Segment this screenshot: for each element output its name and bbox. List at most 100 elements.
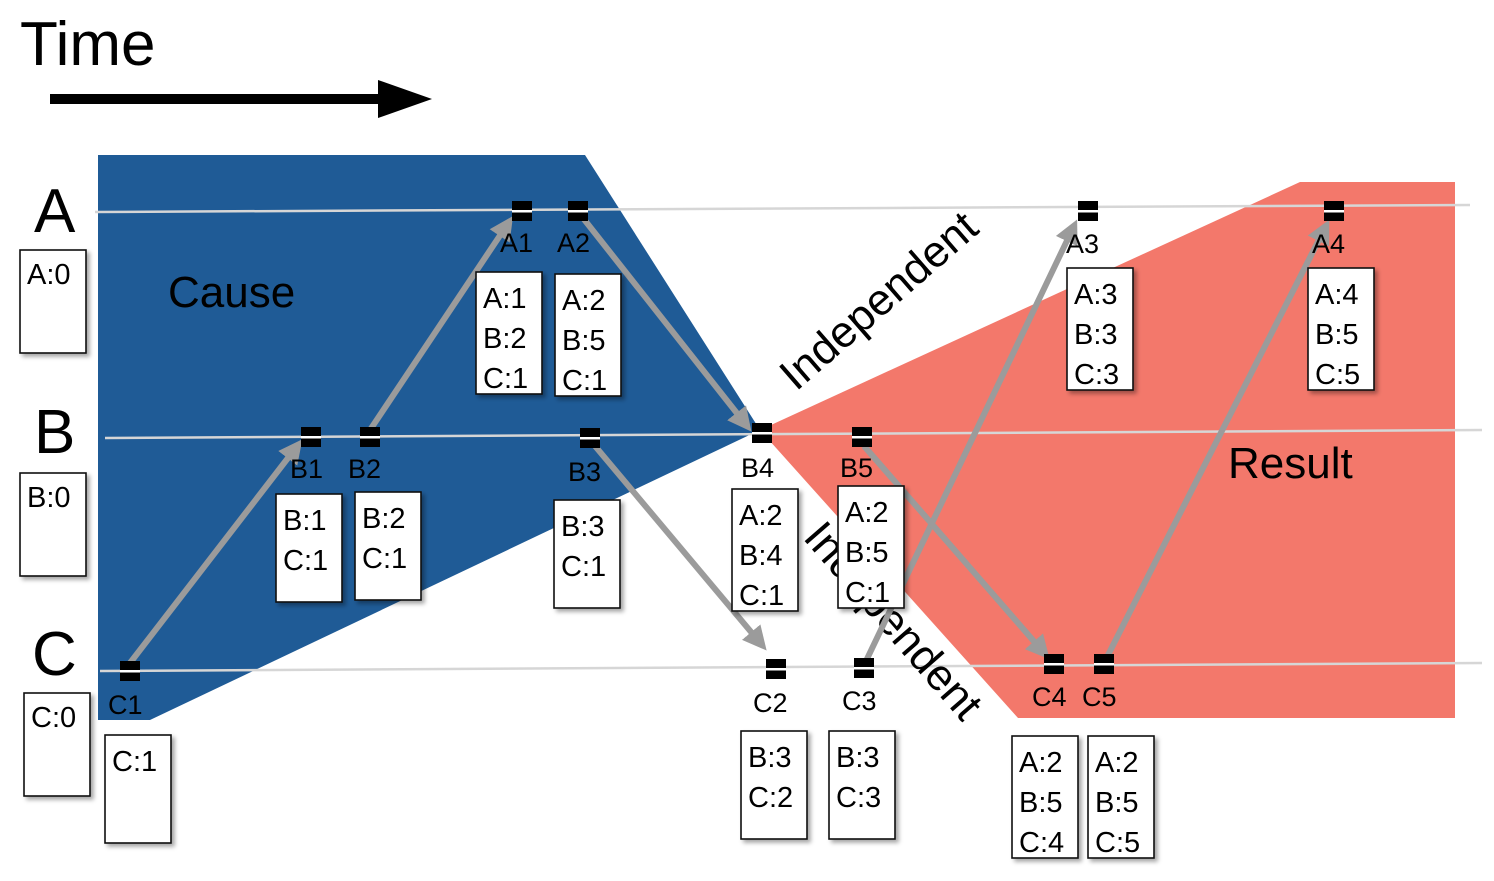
event-marker-stripe bbox=[854, 667, 874, 670]
clock-entry: C:3 bbox=[836, 782, 881, 814]
initial-clock-b: B:0 bbox=[19, 472, 87, 577]
clock-entry: A:2 bbox=[1095, 747, 1139, 779]
event-marker-stripe bbox=[766, 668, 786, 671]
event-marker-stripe bbox=[301, 436, 321, 439]
clock-entry: C:1 bbox=[483, 363, 528, 395]
clock-entry: A:2 bbox=[739, 500, 783, 532]
clock-entry: B:5 bbox=[845, 537, 889, 569]
clock-entry: B:3 bbox=[748, 742, 792, 774]
clock-entry: B:5 bbox=[1095, 787, 1139, 819]
event-label: A4 bbox=[1312, 229, 1345, 259]
clock-entry: A:1 bbox=[483, 283, 527, 315]
event-label: A2 bbox=[557, 228, 590, 258]
event-marker-stripe bbox=[512, 210, 532, 213]
event-b2: B2B:2C:1 bbox=[348, 427, 422, 601]
vector-clock-card bbox=[1087, 735, 1155, 859]
vector-clock-card bbox=[354, 491, 422, 601]
clock-entry: A:2 bbox=[562, 285, 606, 317]
clock-entry: A:3 bbox=[1074, 279, 1118, 311]
event-marker-stripe bbox=[852, 436, 872, 439]
clock-entry: B:5 bbox=[1019, 787, 1063, 819]
event-b4: B4A:2B:4C:1 bbox=[731, 423, 799, 612]
event-label: A3 bbox=[1066, 229, 1099, 259]
initial-clock-c: C:0 bbox=[23, 692, 91, 797]
clock-entry: C:1 bbox=[112, 746, 157, 778]
message-arrow-b3-c2 bbox=[592, 444, 767, 651]
event-a1: A1A:1B:2C:1 bbox=[475, 201, 543, 395]
event-label: C5 bbox=[1082, 682, 1117, 712]
clock-entry: C:1 bbox=[845, 577, 890, 609]
event-label: C2 bbox=[753, 688, 788, 718]
vector-clock-card bbox=[475, 271, 543, 395]
initial-clock-a: A:0 bbox=[19, 249, 87, 354]
clock-entry: C:5 bbox=[1315, 359, 1360, 391]
clock-entry: C:1 bbox=[561, 551, 606, 583]
events: C1C:1B1B:1C:1B2B:2C:1A1A:1B:2C:1A2A:2B:5… bbox=[104, 201, 1375, 859]
event-label: B4 bbox=[741, 453, 774, 483]
clock-entry: C:3 bbox=[1074, 359, 1119, 391]
clock-entry: A:4 bbox=[1315, 279, 1359, 311]
event-marker-stripe bbox=[1078, 210, 1098, 213]
event-label: B5 bbox=[840, 453, 873, 483]
message-arrow-a2-b4 bbox=[580, 216, 752, 432]
clock-entry: A:2 bbox=[1019, 747, 1063, 779]
event-a2: A2A:2B:5C:1 bbox=[554, 201, 622, 397]
event-c1: C1C:1 bbox=[104, 661, 172, 844]
event-c2: C2B:3C:2 bbox=[740, 659, 808, 840]
event-c3: C3B:3C:3 bbox=[828, 658, 896, 840]
event-marker-stripe bbox=[580, 437, 600, 440]
lane-label-a: A bbox=[34, 177, 76, 246]
clock-entry: C:1 bbox=[362, 543, 407, 575]
vector-clock-card bbox=[837, 485, 905, 609]
event-marker-stripe bbox=[120, 670, 140, 673]
event-label: C3 bbox=[842, 686, 877, 716]
clock-entry: C:2 bbox=[748, 782, 793, 814]
event-b5: B5A:2B:5C:1 bbox=[837, 427, 905, 609]
clock-entry: C:0 bbox=[31, 702, 76, 734]
clock-entry: A:0 bbox=[27, 259, 71, 291]
lane-label-b: B bbox=[34, 398, 75, 467]
vector-clock-card bbox=[828, 730, 896, 840]
message-arrow-b2-a1 bbox=[367, 216, 514, 432]
timeline-b bbox=[104, 428, 1483, 440]
event-b3: B3B:3C:1 bbox=[553, 428, 621, 609]
event-label: B2 bbox=[348, 454, 381, 484]
event-label: A1 bbox=[500, 228, 533, 258]
event-a3: A3A:3B:3C:3 bbox=[1066, 201, 1134, 391]
clock-entry: B:2 bbox=[362, 503, 406, 535]
message-arrow-c1-b1 bbox=[127, 439, 303, 665]
event-marker-stripe bbox=[752, 432, 772, 435]
clock-entry: C:1 bbox=[739, 580, 784, 612]
cause-label: Cause bbox=[168, 268, 295, 317]
event-b1: B1B:1C:1 bbox=[275, 427, 343, 603]
event-c4: C4A:2B:5C:4 bbox=[1011, 654, 1079, 859]
message-arrows bbox=[127, 216, 1330, 665]
message-arrow-c5-a4 bbox=[1104, 219, 1330, 659]
clock-entry: B:3 bbox=[561, 511, 605, 543]
vector-clock-card bbox=[731, 488, 799, 612]
clock-entry: B:5 bbox=[562, 325, 606, 357]
event-label: C4 bbox=[1032, 682, 1067, 712]
vector-clock-card bbox=[104, 734, 172, 844]
vector-clock-card bbox=[553, 499, 621, 609]
clock-entry: C:5 bbox=[1095, 827, 1140, 859]
clock-entry: B:3 bbox=[1074, 319, 1118, 351]
time-arrow bbox=[50, 80, 432, 118]
clock-entry: C:4 bbox=[1019, 827, 1064, 859]
event-label: C1 bbox=[108, 690, 143, 720]
clock-entry: B:3 bbox=[836, 742, 880, 774]
vector-clock-card bbox=[554, 273, 622, 397]
lane-label-c: C bbox=[32, 620, 77, 689]
time-title: Time bbox=[20, 10, 155, 79]
clock-entry: B:1 bbox=[283, 505, 327, 537]
event-c5: C5A:2B:5C:5 bbox=[1082, 654, 1155, 859]
clock-entry: A:2 bbox=[845, 497, 889, 529]
timeline-a bbox=[94, 203, 1471, 214]
event-marker-stripe bbox=[1044, 663, 1064, 666]
event-label: B1 bbox=[290, 454, 323, 484]
clock-entry: B:5 bbox=[1315, 319, 1359, 351]
clock-entry: C:1 bbox=[283, 545, 328, 577]
vector-clock-card bbox=[1307, 267, 1375, 391]
event-marker-stripe bbox=[360, 436, 380, 439]
